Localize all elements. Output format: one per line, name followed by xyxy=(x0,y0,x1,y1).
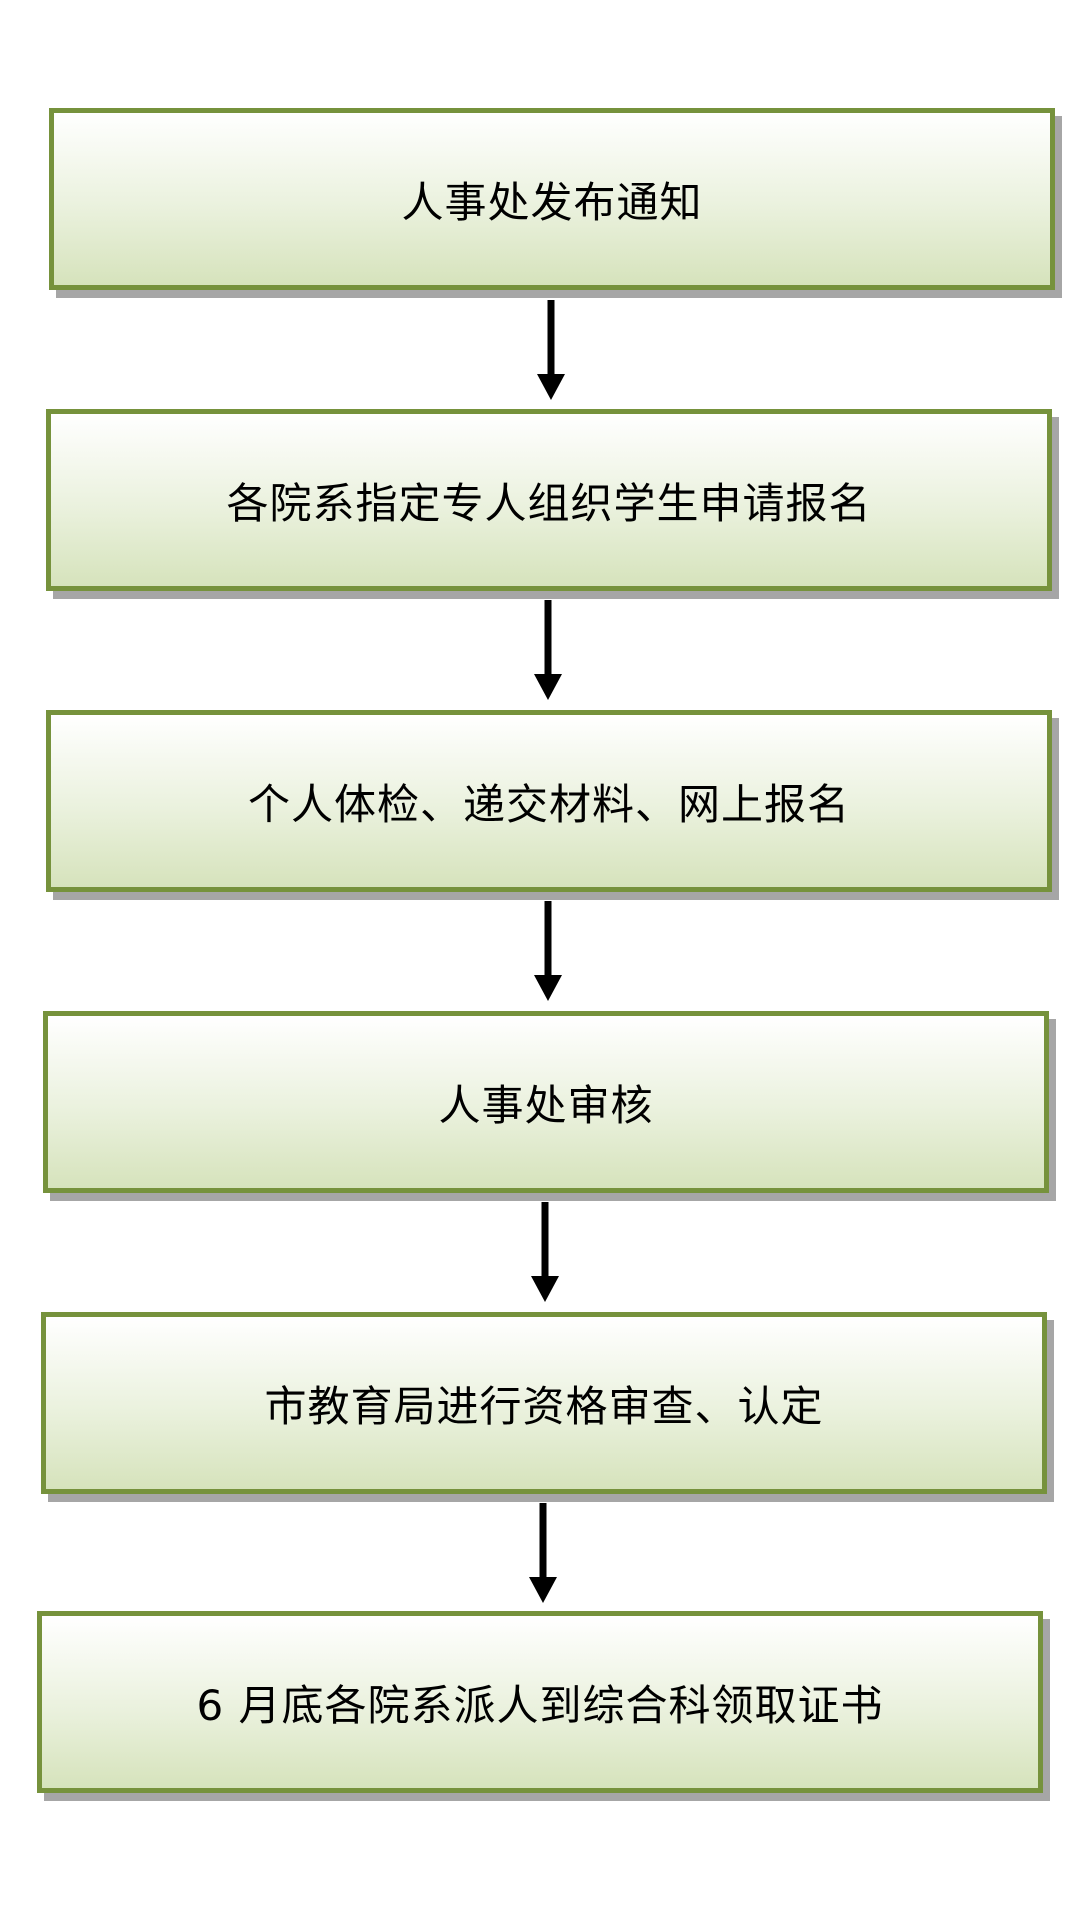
flow-step-label: 市教育局进行资格审查、认定 xyxy=(264,1381,824,1431)
down-arrow-icon xyxy=(528,901,568,1003)
down-arrow-icon xyxy=(525,1202,565,1304)
flow-step-3: 个人体检、递交材料、网上报名 xyxy=(46,710,1052,892)
flow-step-5: 市教育局进行资格审查、认定 xyxy=(41,1312,1047,1494)
flow-step-label: 人事处发布通知 xyxy=(401,177,703,227)
flow-step-4: 人事处审核 xyxy=(43,1011,1049,1193)
flow-step-label: 个人体检、递交材料、网上报名 xyxy=(247,779,850,829)
flow-step-label: 各院系指定专人组织学生申请报名 xyxy=(226,478,872,528)
flow-step-2: 各院系指定专人组织学生申请报名 xyxy=(46,409,1052,591)
flow-step-6: 6 月底各院系派人到综合科领取证书 xyxy=(37,1611,1043,1793)
down-arrow-icon xyxy=(528,600,568,702)
flow-step-label: 人事处审核 xyxy=(438,1080,654,1130)
down-arrow-icon xyxy=(523,1503,563,1605)
down-arrow-icon xyxy=(531,300,571,402)
flow-step-label: 6 月底各院系派人到综合科领取证书 xyxy=(196,1680,884,1730)
flow-step-1: 人事处发布通知 xyxy=(49,108,1055,290)
